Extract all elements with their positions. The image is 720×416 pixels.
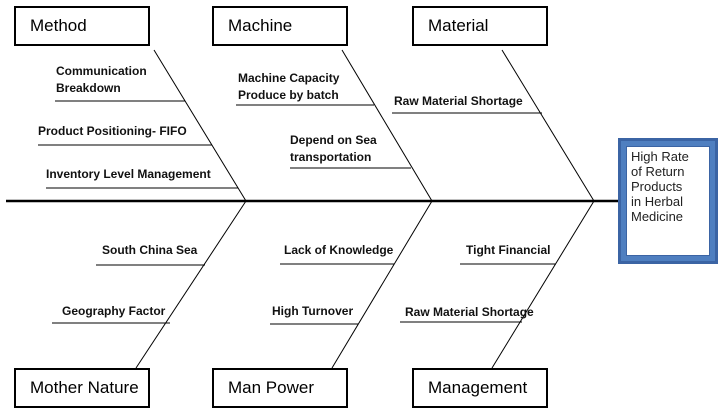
cause-machine-1: Machine Capacity Produce by batch <box>238 71 340 102</box>
cause-machine-2: Depend on Sea transportation <box>290 133 377 164</box>
category-man-power-label: Man Power <box>228 378 314 397</box>
bone-man-power <box>331 200 433 369</box>
bone-method <box>153 49 247 202</box>
bone-mother-nature <box>135 200 247 369</box>
effect-box: High Rate of Return Products in Herbal M… <box>618 138 718 264</box>
category-management-label: Management <box>428 378 528 397</box>
cause-material-1: Raw Material Shortage <box>394 94 523 108</box>
cause-method-3: Inventory Level Management <box>46 167 211 181</box>
category-material-label: Material <box>428 16 489 35</box>
category-method: Method <box>14 6 150 46</box>
category-method-label: Method <box>30 16 87 35</box>
cause-man-power-1: Lack of Knowledge <box>284 243 394 257</box>
cause-management-1: Tight Financial <box>466 243 551 257</box>
cause-man-power-2: High Turnover <box>272 304 354 318</box>
category-machine: Machine <box>212 6 348 46</box>
bone-material <box>501 49 595 202</box>
cause-mother-nature-2: Geography Factor <box>62 304 166 318</box>
cause-mother-nature-1: South China Sea <box>102 243 198 257</box>
cause-method-2: Product Positioning- FIFO <box>38 124 187 138</box>
category-machine-label: Machine <box>228 16 293 35</box>
bone-management <box>491 200 595 369</box>
category-mother-nature-label: Mother Nature <box>30 378 139 397</box>
category-management: Management <box>412 368 548 408</box>
category-mother-nature: Mother Nature <box>14 368 150 408</box>
effect-label: High Rate of Return Products in Herbal M… <box>626 146 710 256</box>
category-material: Material <box>412 6 548 46</box>
cause-method-1: Communication Breakdown <box>56 64 147 95</box>
cause-management-2: Raw Material Shortage <box>405 305 534 319</box>
category-man-power: Man Power <box>212 368 348 408</box>
bone-machine <box>341 49 433 202</box>
